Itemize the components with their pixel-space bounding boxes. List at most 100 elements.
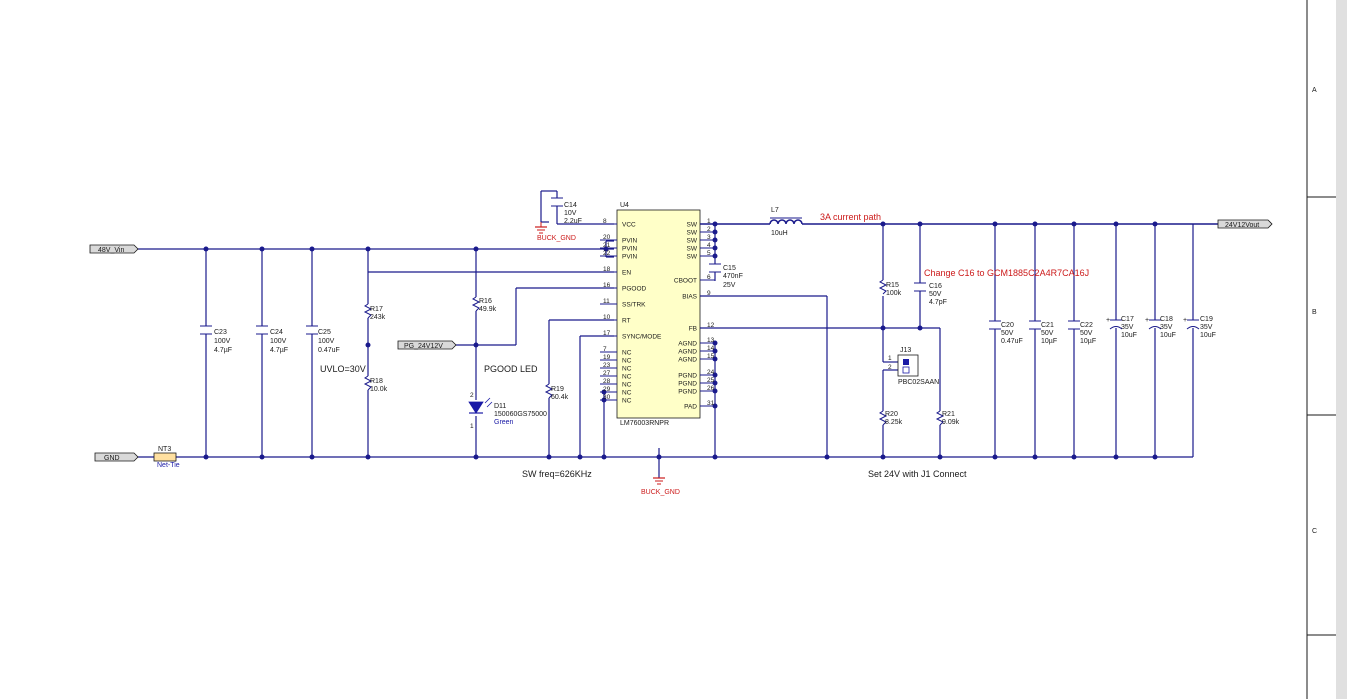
- ic-pin-name: SW: [687, 238, 698, 245]
- ic-pin-name: PVIN: [622, 246, 637, 253]
- ic-ref: U4: [620, 202, 629, 209]
- ic-pin-number: 12: [707, 322, 715, 329]
- resistor-r20: R20 8.25k: [878, 410, 903, 426]
- ic-pin-number: 4: [707, 242, 711, 249]
- svg-text:8.25k: 8.25k: [885, 419, 903, 426]
- ic-pin-number: 16: [603, 282, 611, 289]
- svg-text:10uF: 10uF: [1160, 332, 1176, 339]
- ic-pin-number: 27: [603, 370, 611, 377]
- ic-pin-number: 19: [603, 354, 611, 361]
- svg-text:1: 1: [888, 355, 892, 362]
- ic-pin-name: AGND: [678, 349, 697, 356]
- ic-pin-name: AGND: [678, 341, 697, 348]
- ic-pin-number: 2: [707, 226, 711, 233]
- ic-pin-number: 17: [603, 330, 611, 337]
- ic-pin-number: 1: [707, 218, 711, 225]
- svg-text:2: 2: [470, 392, 474, 399]
- ic-pin-name: SW: [687, 222, 698, 229]
- svg-text:9.09k: 9.09k: [942, 419, 960, 426]
- ic-pin-name: NC: [622, 382, 632, 389]
- capacitor-c20: C20 50V 0.47uF: [989, 320, 1023, 345]
- resistor-r16: R16 49.9k: [471, 296, 497, 313]
- ic-pin-name: PVIN: [622, 238, 637, 245]
- ic-pin-number: 5: [707, 250, 711, 257]
- ic-pin-name: NC: [622, 374, 632, 381]
- ic-pin-name: SW: [687, 230, 698, 237]
- ic-pin-name: NC: [622, 366, 632, 373]
- svg-text:50V: 50V: [1080, 330, 1093, 337]
- svg-text:C17: C17: [1121, 316, 1134, 323]
- svg-text:1: 1: [470, 423, 474, 430]
- svg-text:R16: R16: [479, 298, 492, 305]
- svg-text:2: 2: [888, 364, 892, 371]
- capacitor-c17: + C17 35V 10uF: [1106, 316, 1137, 339]
- ic-pin-name: SYNC/MODE: [622, 334, 662, 341]
- ic-pin-number: 15: [707, 353, 715, 360]
- svg-text:R18: R18: [370, 378, 383, 385]
- svg-text:4.7µF: 4.7µF: [270, 347, 288, 354]
- capacitor-c15: C15 470nF 25V: [709, 263, 743, 289]
- svg-text:4.7pF: 4.7pF: [929, 299, 947, 306]
- resistor-r17: R17 243k: [363, 303, 386, 321]
- ic-pin-number: 6: [707, 274, 711, 281]
- capacitor-c24: C24 100V 4.7µF: [256, 325, 288, 354]
- svg-text:PBC02SAAN: PBC02SAAN: [898, 379, 939, 386]
- ic-pin-number: 9: [707, 290, 711, 297]
- port-gnd-label: GND: [104, 455, 120, 462]
- port-pg: PG_24V12V: [397, 340, 457, 350]
- ic-pin-name: FB: [689, 326, 697, 333]
- ic-pin-name: PGND: [678, 381, 697, 388]
- svg-text:D11: D11: [494, 403, 506, 410]
- ic-pin-number: 11: [603, 298, 610, 305]
- ground-symbol-top: BUCK_GND: [535, 222, 576, 242]
- change-note: Change C16 to GCM1885C2A4R7CA16J: [924, 268, 1089, 278]
- svg-text:10µF: 10µF: [1041, 338, 1057, 345]
- port-vout: 24V12Vout: [1217, 219, 1273, 229]
- svg-text:+: +: [1106, 317, 1110, 324]
- svg-text:470nF: 470nF: [723, 273, 743, 280]
- svg-text:49.9k: 49.9k: [479, 306, 497, 313]
- svg-text:C14: C14: [564, 202, 577, 209]
- wires: [137, 190, 1218, 478]
- port-pg-label: PG_24V12V: [404, 343, 443, 350]
- connector-j13: 1 2 J13 PBC02SAAN: [888, 347, 939, 386]
- resistor-r19: R19 60.4k: [544, 383, 569, 401]
- svg-text:10V: 10V: [564, 210, 577, 217]
- ic-pin-name: EN: [622, 270, 631, 277]
- ic-pin-name: NC: [622, 398, 632, 405]
- svg-text:50V: 50V: [1001, 330, 1014, 337]
- ic-pin-number: 28: [603, 378, 611, 385]
- port-vout-label: 24V12Vout: [1225, 222, 1259, 229]
- zone-a-label: A: [1312, 87, 1317, 94]
- led-d11: 2 1 D11 150060GS75000 Green: [468, 392, 547, 430]
- capacitor-c23: C23 100V 4.7µF: [200, 325, 232, 354]
- ic-pin-number: 7: [603, 346, 607, 353]
- svg-text:C20: C20: [1001, 322, 1014, 329]
- nt3-value: Net-Tie: [157, 462, 180, 469]
- svg-text:0.47uF: 0.47uF: [1001, 338, 1023, 345]
- zone-b-label: B: [1312, 309, 1317, 316]
- ic-pin-number: 23: [603, 362, 611, 369]
- svg-text:C21: C21: [1041, 322, 1054, 329]
- svg-text:150060GS75000: 150060GS75000: [494, 411, 547, 418]
- ic-pin-name: CBOOT: [674, 278, 697, 285]
- ic-pin-number: 22: [603, 250, 611, 257]
- svg-text:Green: Green: [494, 419, 514, 426]
- svg-text:+: +: [1183, 317, 1187, 324]
- svg-text:C25: C25: [318, 329, 331, 336]
- svg-text:60.4k: 60.4k: [551, 394, 569, 401]
- port-vin: 48V_Vin: [89, 244, 139, 254]
- svg-text:10µF: 10µF: [1080, 338, 1096, 345]
- zone-c-label: C: [1312, 528, 1317, 535]
- uvlo-note: UVLO=30V: [320, 364, 366, 374]
- ic-pin-name: BIAS: [682, 294, 697, 301]
- svg-text:R15: R15: [886, 282, 899, 289]
- ic-pin-number: 3: [707, 234, 711, 241]
- ic-pin-number: 13: [707, 337, 715, 344]
- ic-pin-number: 21: [603, 242, 611, 249]
- svg-text:C15: C15: [723, 265, 736, 272]
- svg-text:100V: 100V: [214, 338, 231, 345]
- ic-pin-number: 14: [707, 345, 715, 352]
- resistor-r21: R21 9.09k: [935, 410, 960, 426]
